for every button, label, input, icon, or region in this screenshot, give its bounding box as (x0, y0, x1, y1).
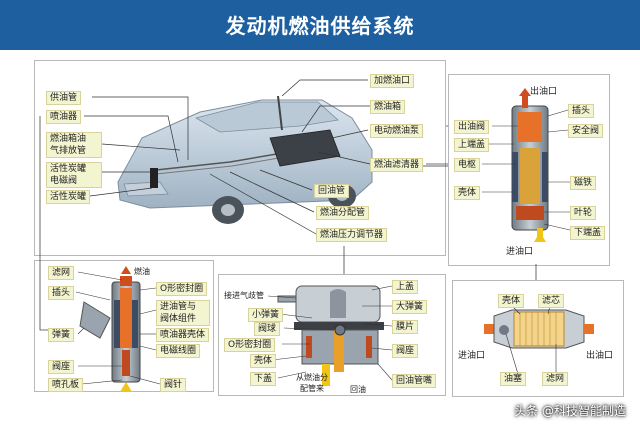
label-pressure-regulator: 燃油压力调节器 (316, 228, 388, 242)
pump-illustration (511, 88, 549, 242)
pump-safety-valve: 安全阀 (568, 124, 604, 138)
label-injector: 喷油器 (46, 110, 82, 124)
injector-o-ring: O形密封圈 (156, 282, 208, 296)
pump-plug: 插头 (568, 104, 595, 118)
label-vent-pipe-line2: 气排放管 (50, 146, 87, 156)
injector-illustration (79, 266, 141, 392)
car-leader-lines (84, 79, 448, 235)
regulator-diaphragm: 膜片 (392, 320, 419, 334)
injector-needle: 阀针 (160, 378, 187, 392)
label-fuel-tank: 燃油箱 (370, 100, 406, 114)
label-fuel-rail: 燃油分配管 (316, 206, 370, 220)
diagram-title: 发动机燃油供给系统 (225, 14, 415, 38)
regulator-from-rail: 从燃油分 配管来 (296, 372, 328, 394)
regulator-return-flow: 回油 (350, 385, 366, 394)
pump-inlet: 进油口 (506, 247, 534, 257)
regulator-o-ring: O形密封圈 (224, 338, 276, 352)
pump-lower-cover: 下端盖 (570, 226, 606, 240)
label-canister-valve-line1: 活性炭罐 (50, 164, 87, 174)
label-canister-valve-line2: 电磁阀 (50, 176, 78, 186)
pump-housing: 壳体 (454, 186, 481, 200)
pump-leader-lines (482, 109, 571, 231)
label-supply-pipe: 供油管 (46, 91, 82, 105)
regulator-vacuum: 接进气歧管 (224, 291, 264, 300)
filter-element: 滤芯 (538, 294, 565, 308)
injector-housing: 喷油器壳体 (156, 328, 210, 342)
regulator-small-spring: 小弹簧 (248, 308, 284, 322)
injector-orifice: 喷孔板 (48, 378, 84, 392)
injector-plug: 插头 (48, 286, 75, 300)
regulator-lower-cover: 下盖 (250, 372, 277, 386)
regulator-valve-ball: 阀球 (254, 322, 281, 336)
regulator-large-spring: 大弹簧 (392, 300, 428, 314)
regulator-return-pipe: 回油管嘴 (392, 374, 437, 388)
filter-illustration (484, 309, 594, 349)
label-vent-pipe: 燃油箱油 气排放管 (46, 132, 102, 158)
label-vent-pipe-line1: 燃油箱油 (50, 134, 87, 144)
regulator-illustration (277, 285, 384, 386)
filter-net: 滤网 (542, 372, 569, 386)
filter-inlet: 进油口 (458, 351, 486, 361)
injector-spring: 弹簧 (48, 328, 75, 342)
injector-fuel: 燃油 (134, 267, 150, 276)
filter-outlet: 出油口 (586, 351, 614, 361)
injector-inlet-assembly: 进油管与 阀体组件 (156, 300, 210, 326)
injector-leader-lines (75, 271, 161, 385)
title-bar: 发动机燃油供给系统 (0, 0, 640, 50)
label-return-pipe: 回油管 (314, 184, 350, 198)
filter-housing: 壳体 (498, 294, 525, 308)
car-illustration (117, 95, 373, 224)
injector-filter-net: 滤网 (48, 266, 75, 280)
regulator-leader-lines (267, 285, 393, 381)
pump-outlet-top: 出油口 (530, 87, 558, 97)
pump-brush: 电枢 (454, 158, 481, 172)
watermark: 头条 @科技智能制造 (514, 404, 626, 418)
regulator-upper-cover: 上盖 (392, 280, 419, 294)
label-electric-pump: 电动燃油泵 (370, 124, 424, 138)
label-filler-neck: 加燃油口 (370, 74, 415, 88)
filter-oil-plug: 油塞 (500, 372, 527, 386)
injector-valve-seat: 阀座 (48, 360, 75, 374)
pump-impeller: 叶轮 (570, 206, 597, 220)
label-fuel-filter: 燃油滤清器 (370, 158, 424, 172)
injector-coil: 电磁线圈 (156, 344, 201, 358)
injector-inlet-assembly-line1: 进油管与 (160, 302, 197, 312)
label-canister-valve: 活性炭罐 电磁阀 (46, 162, 102, 188)
regulator-from-rail-line2: 配管来 (300, 384, 324, 393)
pump-upper-cover: 上端盖 (454, 138, 490, 152)
regulator-valve-seat: 阀座 (392, 344, 419, 358)
injector-inlet-assembly-line2: 阀体组件 (160, 314, 197, 324)
regulator-from-rail-line1: 从燃油分 (296, 373, 328, 382)
pump-magnet: 磁铁 (570, 176, 597, 190)
label-canister: 活性炭罐 (46, 190, 91, 204)
pump-outlet-valve: 出油阀 (454, 120, 490, 134)
regulator-housing: 壳体 (250, 354, 277, 368)
